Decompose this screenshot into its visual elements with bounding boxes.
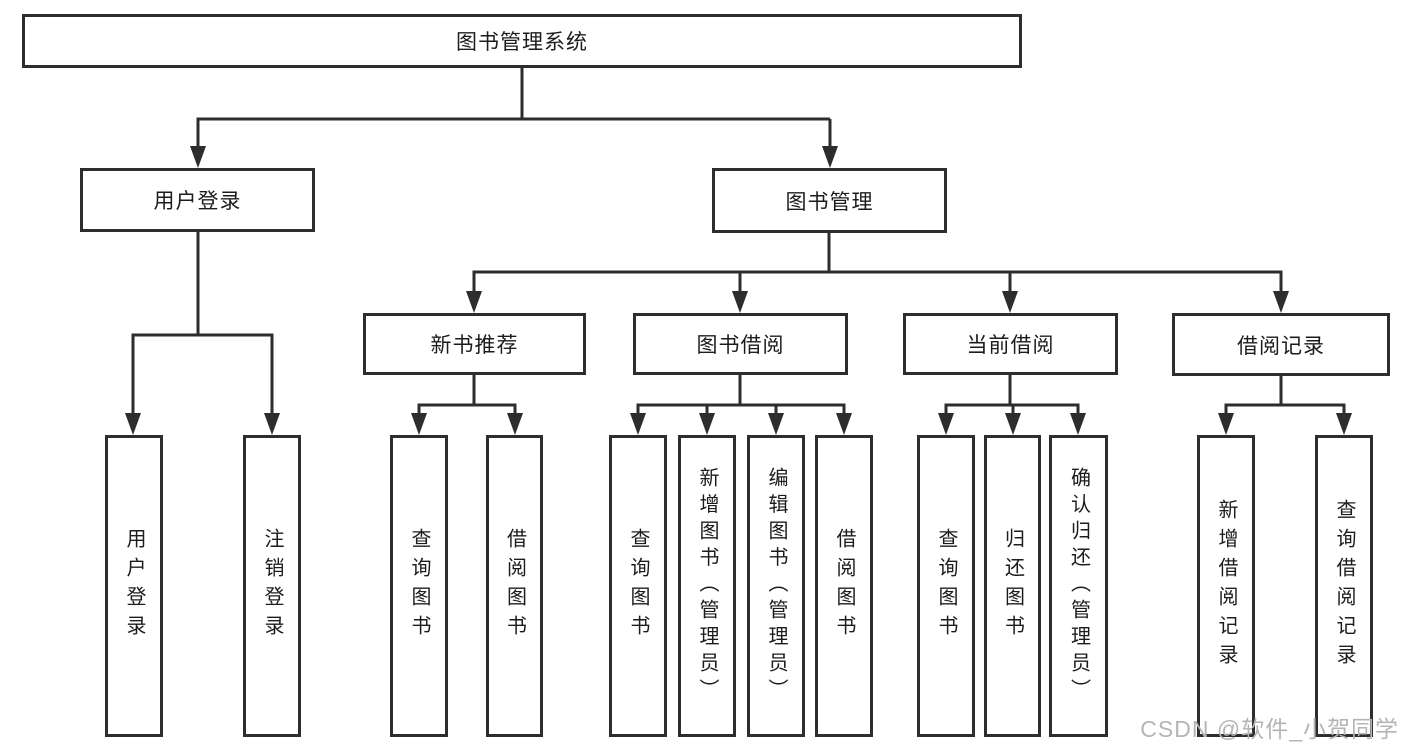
- leaf-edit-books-admin: 编辑图书（管理员）: [747, 435, 805, 737]
- arrowhead: [822, 146, 838, 168]
- leaf-borrow-books-2: 借阅图书: [815, 435, 873, 737]
- arrowhead: [466, 291, 482, 313]
- leaf-query-books-3: 查询图书: [917, 435, 975, 737]
- leaf-user-login: 用户登录: [105, 435, 163, 737]
- node-root-system: 图书管理系统: [22, 14, 1022, 68]
- leaf-query-books-2: 查询图书: [609, 435, 667, 737]
- arrowhead: [699, 413, 715, 435]
- arrowhead: [938, 413, 954, 435]
- leaf-return-books: 归还图书: [984, 435, 1041, 737]
- leaf-query-borrow-record: 查询借阅记录: [1315, 435, 1373, 737]
- leaf-add-borrow-record: 新增借阅记录: [1197, 435, 1255, 737]
- leaf-confirm-return-admin: 确认归还（管理员）: [1049, 435, 1108, 737]
- arrowhead: [630, 413, 646, 435]
- node-user-login: 用户登录: [80, 168, 315, 232]
- arrowhead: [264, 413, 280, 435]
- arrowhead: [768, 413, 784, 435]
- node-book-management: 图书管理: [712, 168, 947, 233]
- arrowhead: [1002, 291, 1018, 313]
- node-new-book-recommend: 新书推荐: [363, 313, 586, 375]
- leaf-add-books-admin: 新增图书（管理员）: [678, 435, 736, 737]
- arrowhead: [1218, 413, 1234, 435]
- arrowhead: [125, 413, 141, 435]
- edge-user-login-children: [131, 232, 274, 415]
- arrowhead: [1070, 413, 1086, 435]
- edge-new-book-rec-children: [417, 375, 517, 415]
- arrowhead: [1336, 413, 1352, 435]
- arrowhead: [1273, 291, 1289, 313]
- edge-current-borrow-children: [944, 375, 1080, 415]
- edge-root-to-level2: [196, 68, 832, 148]
- arrowhead: [732, 291, 748, 313]
- arrowhead: [190, 146, 206, 168]
- node-current-borrowing: 当前借阅: [903, 313, 1118, 375]
- edge-book-borrow-children: [636, 375, 846, 415]
- leaf-logout: 注销登录: [243, 435, 301, 737]
- leaf-borrow-books-1: 借阅图书: [486, 435, 543, 737]
- node-book-borrowing: 图书借阅: [633, 313, 848, 375]
- node-borrow-records: 借阅记录: [1172, 313, 1390, 376]
- arrowhead: [836, 413, 852, 435]
- edge-borrow-records-children: [1224, 375, 1346, 415]
- arrowhead: [507, 413, 523, 435]
- edge-book-mgmt-children: [472, 232, 1283, 293]
- arrowhead: [411, 413, 427, 435]
- watermark: CSDN @软件_小贺同学: [1140, 716, 1399, 742]
- arrowhead: [1005, 413, 1021, 435]
- leaf-query-books-1: 查询图书: [390, 435, 448, 737]
